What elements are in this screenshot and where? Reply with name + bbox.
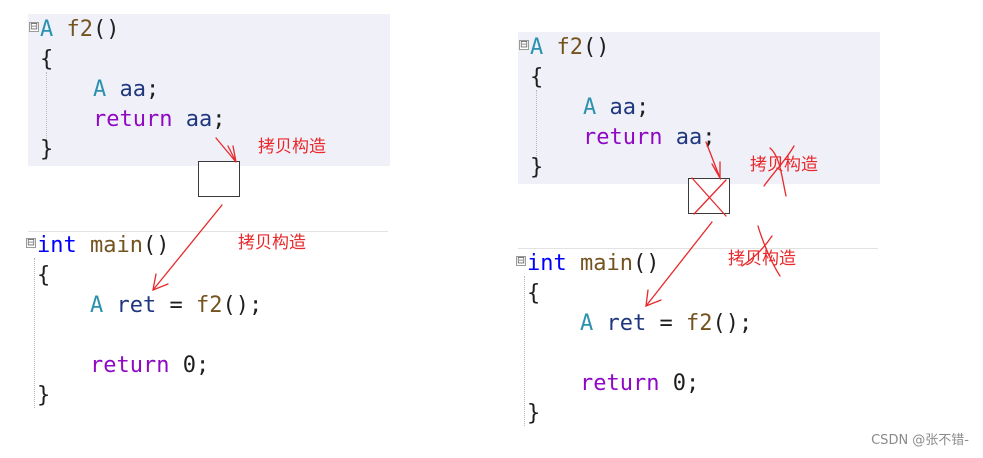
code-token: int <box>527 251 567 276</box>
code-token: main <box>90 233 143 258</box>
left-f2-collapse-box-icon[interactable]: ⊟ <box>29 19 39 33</box>
code-token: ; <box>635 95 650 120</box>
left-arrow-to-ret-icon <box>152 204 223 291</box>
code-token: ; <box>702 125 716 150</box>
right-arrow-to-ret-head-icon <box>645 289 662 308</box>
code-line: A f2() <box>530 33 610 63</box>
right-temp-cross-icon <box>691 177 727 217</box>
right-f2-panel-background <box>518 32 880 184</box>
right-f2-collapse-box-icon[interactable]: ⊟ <box>519 37 529 51</box>
code-token: ret <box>606 311 647 336</box>
code-token: () <box>142 233 170 258</box>
code-token: A <box>579 311 594 336</box>
code-token: (); <box>222 293 263 318</box>
code-line: A f2() <box>40 15 120 45</box>
code-line: } <box>527 399 540 429</box>
code-token: return <box>92 107 173 132</box>
left-main-collapse-box-icon[interactable]: ⊟ <box>26 235 36 249</box>
code-token: () <box>93 17 120 42</box>
code-token: A <box>40 17 54 42</box>
code-token: A <box>582 95 597 120</box>
right-f2-indent-guide <box>536 90 537 178</box>
left-temporary-object-box-icon <box>198 161 240 197</box>
code-line: return aa; <box>40 105 225 135</box>
code-token: f2 <box>195 293 223 318</box>
left-f2-indent-guide <box>46 72 47 160</box>
code-token: ; <box>685 371 700 396</box>
code-line: } <box>530 153 543 183</box>
code-token: } <box>40 137 54 162</box>
code-token: aa <box>119 77 146 102</box>
code-token: A <box>530 35 544 60</box>
left-arrow-to-temp-head-icon <box>227 145 237 163</box>
code-token: return <box>579 371 660 396</box>
code-token: { <box>40 47 54 72</box>
code-token: int <box>37 233 77 258</box>
code-token: } <box>37 383 51 408</box>
code-token: main <box>580 251 633 276</box>
code-token: aa <box>609 95 636 120</box>
code-token: { <box>530 65 544 90</box>
code-token: ; <box>195 353 210 378</box>
code-token: return <box>582 125 663 150</box>
right-label-2-cross-icon <box>741 225 781 277</box>
code-line: { <box>37 261 50 291</box>
code-token: ; <box>212 107 226 132</box>
code-token: return <box>89 353 170 378</box>
right-arrow-to-ret-icon <box>645 221 713 307</box>
code-line: A aa; <box>40 75 159 105</box>
code-line: return aa; <box>530 123 715 153</box>
csdn-watermark: CSDN @张不错- <box>871 433 969 448</box>
code-line: int main() <box>527 249 659 279</box>
code-line: { <box>527 279 540 309</box>
code-line: return 0; <box>37 351 209 381</box>
code-token: ; <box>145 77 160 102</box>
code-token: (); <box>712 311 753 336</box>
left-arrow-to-temp-icon <box>215 137 237 163</box>
code-token: ret <box>116 293 157 318</box>
code-token: f2 <box>685 311 713 336</box>
left-copy-construct-label-2: 拷贝构造 <box>238 233 306 253</box>
code-token: aa <box>185 107 213 132</box>
code-token: A <box>92 77 107 102</box>
right-main-panel-topline <box>518 248 878 249</box>
right-main-collapse-box-icon[interactable]: ⊟ <box>516 253 526 267</box>
code-line: int main() <box>37 231 169 261</box>
code-line: A ret = f2(); <box>37 291 262 321</box>
code-token: } <box>530 155 544 180</box>
code-token: f2 <box>556 35 584 60</box>
right-label-1-cross-icon <box>763 145 795 197</box>
right-main-indent-guide <box>524 276 525 426</box>
code-line: { <box>530 63 543 93</box>
code-line: } <box>40 135 53 165</box>
right-arrow-to-temp-icon <box>705 141 721 179</box>
code-token: { <box>527 281 541 306</box>
code-token: = <box>646 311 686 336</box>
code-line: A aa; <box>530 93 649 123</box>
code-line: { <box>40 45 53 75</box>
code-line: } <box>37 381 50 411</box>
code-token: () <box>583 35 610 60</box>
code-token: 0 <box>672 371 686 396</box>
left-f2-panel-background <box>28 14 390 166</box>
code-token: { <box>37 263 51 288</box>
left-main-indent-guide <box>34 258 35 408</box>
code-token: aa <box>675 125 703 150</box>
code-line: return 0; <box>527 369 699 399</box>
left-arrow-to-ret-head-icon <box>152 273 169 292</box>
left-copy-construct-label-1: 拷贝构造 <box>258 137 326 157</box>
right-copy-construct-label-1: 拷贝构造 <box>750 155 818 175</box>
code-token: = <box>156 293 196 318</box>
code-token: () <box>632 251 660 276</box>
code-line: A ret = f2(); <box>527 309 752 339</box>
code-token: 0 <box>182 353 196 378</box>
right-arrow-to-temp-head-icon <box>711 161 721 181</box>
code-token: } <box>527 401 541 426</box>
code-token: f2 <box>66 17 94 42</box>
left-main-panel-topline <box>28 231 388 232</box>
code-token: A <box>89 293 104 318</box>
